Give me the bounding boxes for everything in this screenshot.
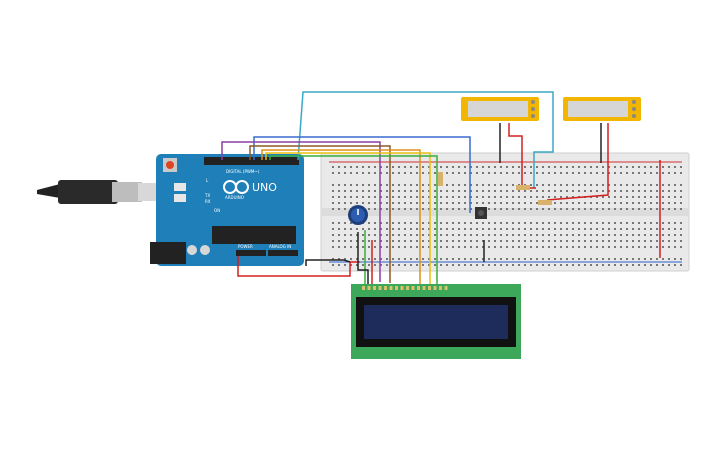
board-maker: ARDUINO [225, 195, 244, 200]
wires[interactable] [221, 91, 661, 285]
analog-header-label: ANALOG IN [269, 244, 291, 249]
on-led-label: ON [214, 208, 220, 213]
usb-cable-icon[interactable] [37, 180, 162, 204]
power-header [236, 250, 266, 256]
tx-label: TX [204, 193, 210, 198]
breadboard-holes [332, 166, 682, 266]
sensor-module-2[interactable] [563, 97, 641, 121]
breadboard[interactable] [320, 152, 690, 272]
sensor-module-1[interactable] [461, 97, 539, 121]
arduino-board[interactable]: DIGITAL (PWM~) UNO ARDUINO L TX RX ON PO… [150, 154, 304, 266]
microcontroller-chip [212, 226, 296, 244]
lcd-pins [362, 286, 448, 290]
potentiometer-icon[interactable] [348, 205, 368, 225]
lcd-display[interactable] [351, 284, 521, 359]
digital-header [204, 157, 299, 165]
board-brand: UNO [252, 181, 277, 194]
analog-header [268, 250, 298, 256]
digital-header-label: DIGITAL (PWM~) [226, 169, 260, 174]
infinity-logo-icon [223, 180, 249, 194]
lcd-screen [364, 305, 508, 339]
resistor-icon [438, 172, 552, 205]
l-led-label: L [206, 178, 209, 183]
power-header-label: POWER [238, 244, 253, 249]
pushbutton-icon[interactable] [475, 207, 487, 219]
rx-label: RX [205, 199, 211, 204]
